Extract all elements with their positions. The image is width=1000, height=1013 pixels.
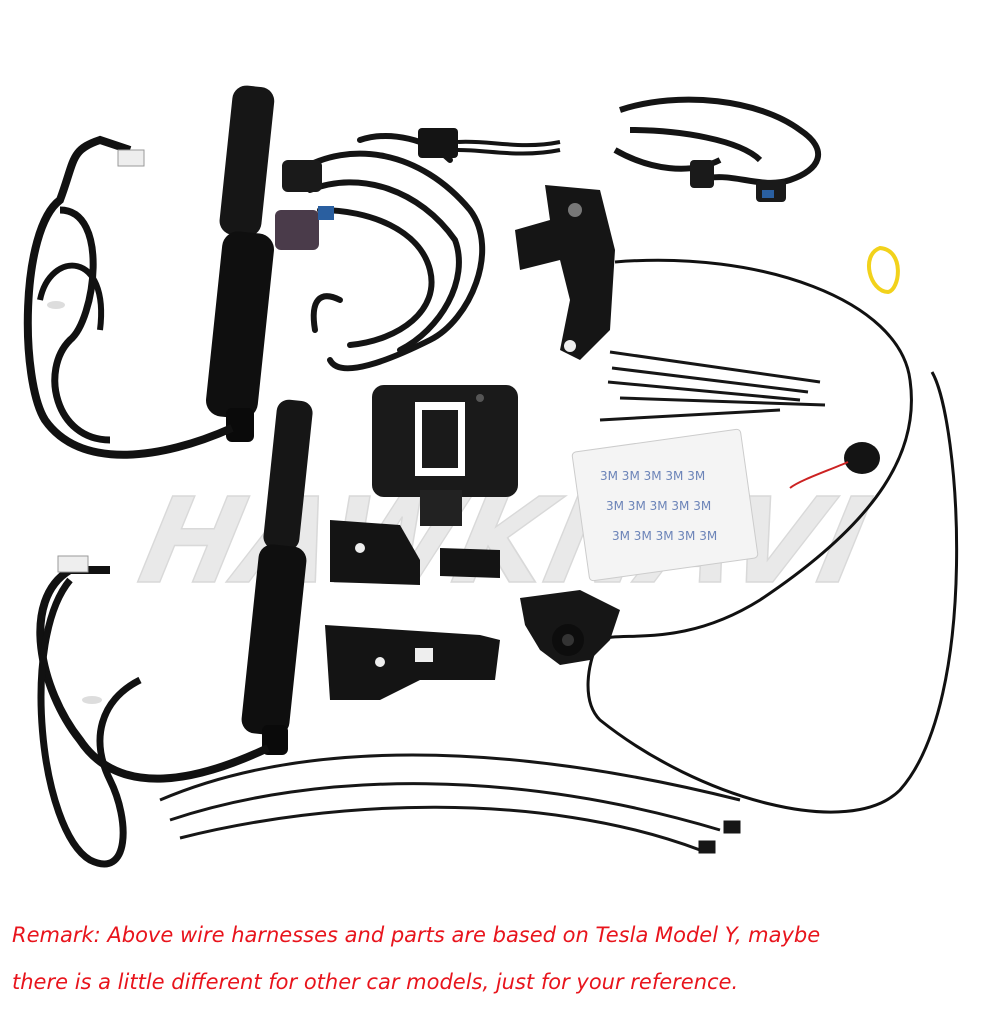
product-photo: HAWKNAVI [23,85,959,868]
bracket-large-icon [325,625,500,700]
cable-tie-upper-icon [599,350,826,422]
yellow-loop-icon [867,245,900,295]
wire-harness-icon [275,133,486,372]
control-module-icon [372,385,518,526]
cable-tie-lower-icon [159,753,741,854]
latch-icon [520,590,620,665]
remark-line-1: Remark: Above wire harnesses and parts a… [12,923,821,947]
adhesive-pad-icon: 3M 3M 3M 3M 3M 3M 3M 3M 3M 3M 3M 3M 3M 3… [571,428,759,582]
latch-bracket-icon [515,185,615,360]
svg-text:3M 3M 3M 3M 3M: 3M 3M 3M 3M 3M [600,469,705,483]
strut-upper-icon [23,85,275,459]
svg-text:3M 3M 3M 3M 3M: 3M 3M 3M 3M 3M [606,499,711,513]
strut-lower-icon [36,399,313,868]
bracket-small-icon [330,520,500,585]
svg-text:3M 3M 3M 3M 3M: 3M 3M 3M 3M 3M [612,529,717,543]
remark-text: Remark: Above wire harnesses and parts a… [12,912,992,1006]
harness-right-icon [613,96,822,202]
buzzer-icon [789,442,880,489]
connector-cable-icon [418,128,561,158]
remark-line-2: there is a little different for other ca… [12,970,739,994]
bowden-cable-icon [586,258,959,814]
